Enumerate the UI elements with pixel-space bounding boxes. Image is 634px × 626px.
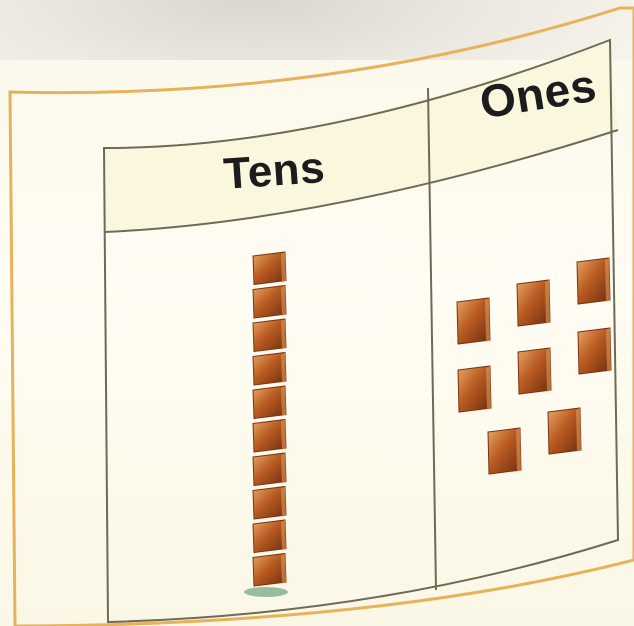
ones-cube [517, 280, 550, 326]
tens-unit-cube [253, 319, 286, 352]
ones-cube [577, 258, 610, 304]
ones-cube [458, 366, 491, 412]
tens-unit-cube [253, 554, 286, 587]
tens-unit-cube [253, 286, 286, 319]
tens-header: Tens [222, 143, 327, 200]
ones-cube [518, 348, 551, 394]
ones-cube [548, 408, 581, 454]
tens-unit-cube [253, 252, 286, 285]
tens-unit-cube [253, 487, 286, 520]
tens-unit-cube [253, 353, 286, 386]
ones-cube [578, 328, 611, 374]
tens-unit-cube [253, 386, 286, 419]
ones-cube [457, 298, 490, 344]
tens-blocks [253, 252, 286, 586]
ones-blocks [457, 258, 611, 474]
tens-unit-cube [253, 520, 286, 553]
tens-unit-cube [253, 420, 286, 453]
ones-cube [488, 428, 521, 474]
rod-base-shadow [244, 587, 288, 597]
tens-unit-cube [253, 453, 286, 486]
